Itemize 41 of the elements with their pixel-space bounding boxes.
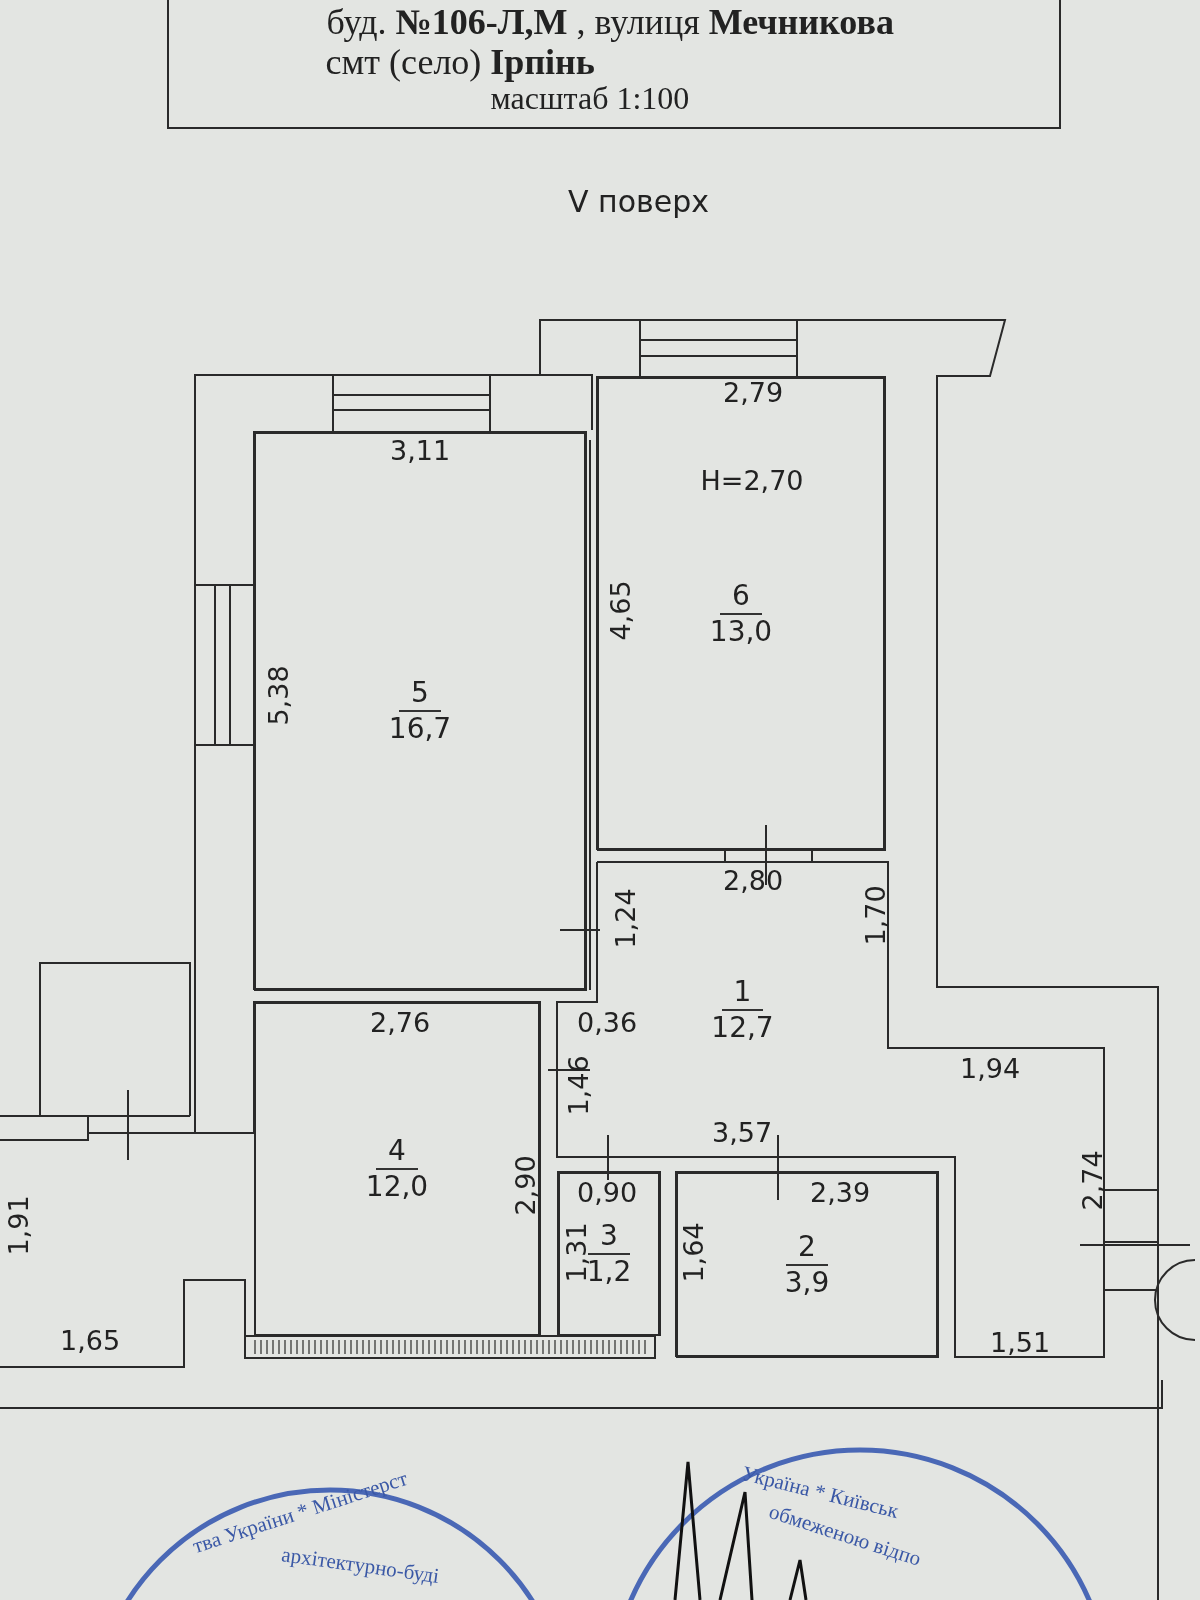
room-area: 16,7 xyxy=(388,712,452,746)
dimension-text: H=2,70 xyxy=(700,464,804,496)
dimension-text: 3,11 xyxy=(390,434,451,466)
room xyxy=(254,432,586,990)
dimension-text: 2,76 xyxy=(370,1006,431,1038)
address-text: смт (село) Ірпінь xyxy=(325,42,595,83)
dimension-text: 1,24 xyxy=(609,887,641,949)
room xyxy=(597,377,885,850)
dimension-text: 2,90 xyxy=(509,1154,541,1216)
stamp-text: архітектурно-буді xyxy=(279,1541,441,1589)
floor-heading: V поверх xyxy=(568,184,709,219)
dimension-text: 2,80 xyxy=(723,864,784,896)
room-area: 3,9 xyxy=(784,1265,830,1300)
room-number: 1 xyxy=(721,974,764,1011)
dimension-text: 4,65 xyxy=(604,579,636,641)
dimension-text: 0,90 xyxy=(577,1176,638,1208)
dimension-text: 2,39 xyxy=(810,1176,871,1208)
dimension-text: 1,46 xyxy=(562,1054,594,1116)
dimension-text: 1,70 xyxy=(859,884,891,946)
dimension-text: 1,94 xyxy=(960,1052,1021,1084)
dimension-text: 1,51 xyxy=(990,1326,1051,1358)
dimension-text: 3,57 xyxy=(712,1116,773,1148)
room xyxy=(558,1172,660,1336)
room-area: 12,0 xyxy=(365,1170,429,1204)
room-number: 5 xyxy=(399,676,441,712)
dimension-text: 1,64 xyxy=(677,1221,709,1283)
room xyxy=(676,1172,938,1357)
address-text: буд. №106-Л,М , вулиця Мечникова xyxy=(326,1,894,43)
room-number: 2 xyxy=(786,1229,828,1266)
room-number: 6 xyxy=(720,578,762,615)
dimension-text: 1,91 xyxy=(2,1194,34,1256)
dimension-text: 2,74 xyxy=(1076,1149,1108,1211)
room-area: 12,7 xyxy=(711,1010,774,1045)
dimension-text: 1,65 xyxy=(60,1324,121,1356)
room xyxy=(254,1002,540,1336)
room-number: 4 xyxy=(376,1134,418,1170)
dimension-text: 2,79 xyxy=(723,376,784,408)
room-number: 3 xyxy=(588,1219,630,1255)
dimension-text: 5,38 xyxy=(262,664,294,726)
room-area: 13,0 xyxy=(709,614,773,649)
dimension-text: 0,36 xyxy=(577,1006,638,1038)
